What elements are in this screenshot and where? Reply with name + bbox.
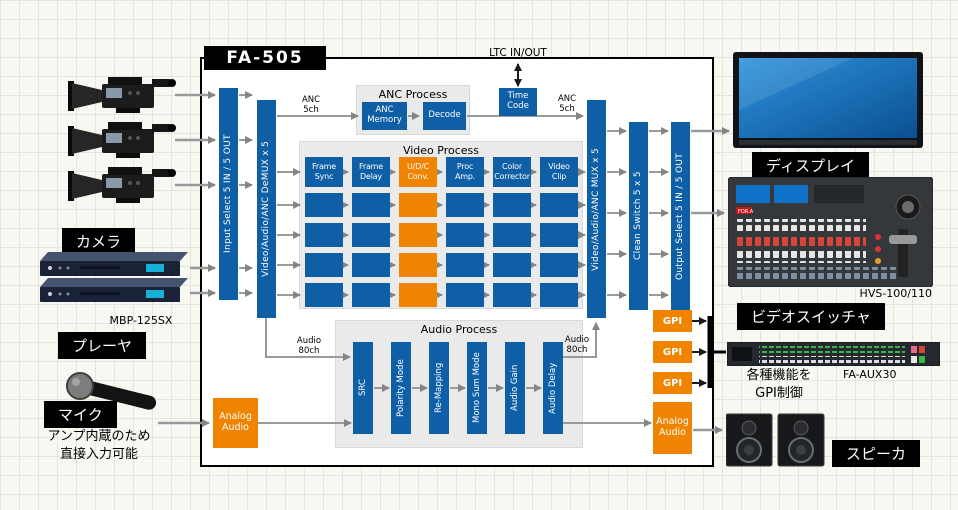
audio-block-mono-sum-mode: Mono Sum Mode [467, 342, 487, 434]
video-channel-block [399, 223, 437, 247]
video-channel-block [540, 193, 578, 217]
analog-audio-out-block: Analog Audio [653, 402, 692, 454]
anc-ch-in-label: ANC 5ch [301, 95, 321, 116]
demux-bar: Video/Audio/ANC DeMUX x 5 [257, 100, 276, 318]
camera-icon [68, 120, 176, 164]
ltc-in-out-label: LTC IN/OUT [489, 47, 547, 59]
microphone-icon [64, 366, 164, 422]
video-channel-block [352, 193, 390, 217]
gpi-block-2: GPI [653, 341, 692, 363]
switcher-model: HVS-100/110 [859, 287, 932, 300]
video-channel-block [305, 283, 343, 307]
video-channel-block [493, 223, 531, 247]
video-channel-block [352, 283, 390, 307]
speaker-icon [725, 412, 830, 472]
anc-memory-block: ANC Memory [362, 102, 407, 130]
fa505-title: FA-505 [204, 46, 326, 70]
output-select-bar: Output Select 5 IN / 5 OUT [671, 122, 690, 310]
video-channel-block [493, 253, 531, 277]
video-col-frame-sync: Frame Sync [305, 157, 343, 187]
gpi-block-1: GPI [653, 310, 692, 332]
mux-bar: Video/Audio/ANC MUX x 5 [587, 100, 606, 318]
video-channel-block [305, 253, 343, 277]
display-icon [733, 52, 923, 152]
video-channel-block [540, 223, 578, 247]
time-code-block: Time Code [499, 88, 537, 116]
video-switcher-icon: FOR.A [727, 176, 934, 291]
player-icon [38, 278, 188, 310]
player-model: MBP-125SX [109, 314, 173, 327]
video-col-video-clip: Video Clip [540, 157, 578, 187]
video-col-udc-conv: U/D/C Conv. [399, 157, 437, 187]
video-channel-block [446, 193, 484, 217]
display-label: ディスプレイ [752, 152, 869, 179]
video-channel-block [446, 253, 484, 277]
mic-note: アンプ内蔵のため 直接入力可能 [47, 429, 151, 462]
switcher-label: ビデオスイッチャ [737, 303, 885, 330]
audio-block-polarity-mode: Polarity Mode [391, 342, 411, 434]
player-label: プレーヤ [58, 332, 147, 359]
switcher-brand: FOR.A [738, 209, 754, 215]
video-channel-block [399, 283, 437, 307]
gpi-block-3: GPI [653, 372, 692, 394]
video-channel-block [446, 283, 484, 307]
player-icon [38, 252, 188, 284]
audio-block-re-mapping: Re-Mapping [429, 342, 449, 434]
speaker-label: スピーカ [832, 440, 921, 467]
video-channel-block [352, 223, 390, 247]
video-col-color-corrector: Color Corrector [493, 157, 531, 187]
video-channel-block [399, 253, 437, 277]
camera-icon [68, 165, 176, 209]
video-process-title: Video Process [402, 144, 480, 157]
audio-block-src: SRC [353, 342, 373, 434]
audio-block-audio-gain: Audio Gain [505, 342, 525, 434]
gpi-note: 各種機能を GPI制御 [746, 368, 812, 401]
video-channel-block [352, 253, 390, 277]
video-channel-block [305, 223, 343, 247]
video-col-frame-delay: Frame Delay [352, 157, 390, 187]
audio-ch-in-label: Audio 80ch [296, 336, 322, 357]
video-channel-block [399, 193, 437, 217]
video-channel-block [493, 283, 531, 307]
audio-process-title: Audio Process [420, 323, 498, 336]
aux-model: FA-AUX30 [843, 368, 897, 381]
video-channel-block [305, 193, 343, 217]
camera-label: カメラ [62, 228, 136, 255]
anc-decode-block: Decode [423, 102, 466, 130]
input-select-bar: Input Select 5 IN / 5 OUT [219, 88, 238, 300]
analog-audio-in-block: Analog Audio [213, 398, 258, 448]
anc-process-title: ANC Process [378, 88, 448, 101]
video-channel-block [540, 283, 578, 307]
audio-block-audio-delay: Audio Delay [543, 342, 563, 434]
video-channel-block [493, 193, 531, 217]
audio-ch-out-label: Audio 80ch [564, 335, 590, 356]
video-col-proc-amp: Proc Amp. [446, 157, 484, 187]
mic-label: マイク [44, 401, 117, 428]
camera-icon [68, 75, 176, 119]
video-channel-block [446, 223, 484, 247]
anc-ch-out-label: ANC 5ch [557, 94, 577, 115]
video-channel-block [540, 253, 578, 277]
gpi-aux-panel-icon [726, 341, 941, 370]
clean-switch-bar: Clean Switch 5 x 5 [629, 122, 648, 310]
